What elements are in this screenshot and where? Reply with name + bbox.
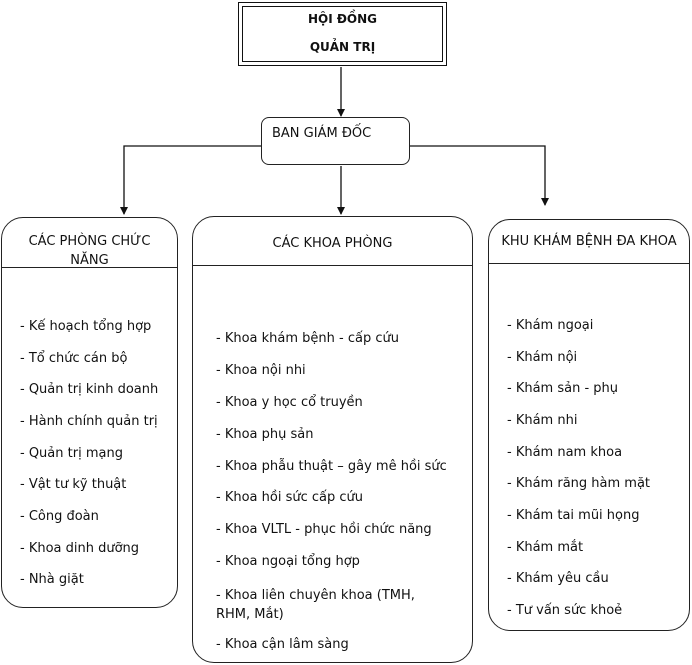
list-item: - Khoa nội nhi [216, 363, 306, 378]
polyclinic-panel: KHU KHÁM BỆNH ĐA KHOA - Khám ngoại - Khá… [488, 219, 690, 631]
list-item: - Khám yêu cầu [507, 571, 609, 586]
list-item: - Khám nhi [507, 413, 578, 428]
list-item: - Nhà giặt [20, 572, 84, 587]
list-item: - Khám mắt [507, 540, 584, 555]
list-item: - Hành chính quản trị [20, 414, 158, 429]
list-item: - Khoa VLTL - phục hồi chức năng [216, 522, 432, 537]
list-item: - Khám sản - phụ [507, 381, 619, 396]
functional-departments-divider [2, 267, 177, 268]
list-item: - Khoa phẫu thuật – gây mê hồi sức [216, 459, 447, 474]
list-item: - Khám răng hàm mặt [507, 476, 651, 491]
list-item: - Quản trị mạng [20, 446, 123, 461]
list-item: - Khám nội [507, 350, 578, 365]
list-item: - Khoa liên chuyên khoa (TMH, RHM, Mắt) [216, 588, 415, 622]
list-item: - Quản trị kinh doanh [20, 382, 159, 397]
list-item: - Vật tư kỹ thuật [20, 477, 127, 492]
list-item: - Khám ngoại [507, 318, 594, 333]
board-box: HỘI ĐỒNG QUẢN TRỊ [238, 2, 447, 66]
polyclinic-title: KHU KHÁM BỆNH ĐA KHOA [501, 234, 677, 249]
list-item: - Khám tai mũi họng [507, 508, 640, 523]
list-item: - Khoa phụ sản [216, 427, 314, 442]
list-item: - Khoa hồi sức cấp cứu [216, 490, 363, 505]
functional-departments-panel: CÁC PHÒNG CHỨC NĂNG - Kế hoạch tổng hợp … [1, 217, 178, 608]
list-item: - Kế hoạch tổng hợp [20, 319, 152, 334]
list-item: - Tư vấn sức khoẻ [507, 603, 623, 618]
directors-label: BAN GIÁM ĐỐC [272, 126, 372, 141]
functional-departments-title: CÁC PHÒNG CHỨC NĂNG [28, 234, 151, 268]
board-label-line1: HỘI ĐỒNG [307, 12, 378, 26]
board-label-line2: QUẢN TRỊ [309, 40, 376, 54]
list-item: - Khoa ngoại tổng hợp [216, 554, 360, 569]
arrow-directors-to-polyclinic [410, 145, 549, 206]
list-item: - Khoa cận lâm sàng [216, 637, 349, 652]
list-item: - Khoa khám bệnh - cấp cứu [216, 331, 399, 346]
list-item: - Công đoàn [20, 509, 99, 524]
list-item: - Khoa dinh dưỡng [20, 541, 140, 556]
list-item: - Tổ chức cán bộ [20, 351, 128, 366]
list-item: - Khoa y học cổ truyền [216, 395, 363, 410]
list-item: - Khám nam khoa [507, 445, 623, 460]
clinical-departments-panel: CÁC KHOA PHÒNG - Khoa khám bệnh - cấp cứ… [192, 216, 473, 663]
clinical-departments-title: CÁC KHOA PHÒNG [272, 236, 393, 251]
directors-box: BAN GIÁM ĐỐC [261, 117, 410, 165]
polyclinic-divider [489, 263, 689, 264]
clinical-departments-divider [193, 265, 472, 266]
arrow-directors-to-functional [120, 145, 261, 215]
